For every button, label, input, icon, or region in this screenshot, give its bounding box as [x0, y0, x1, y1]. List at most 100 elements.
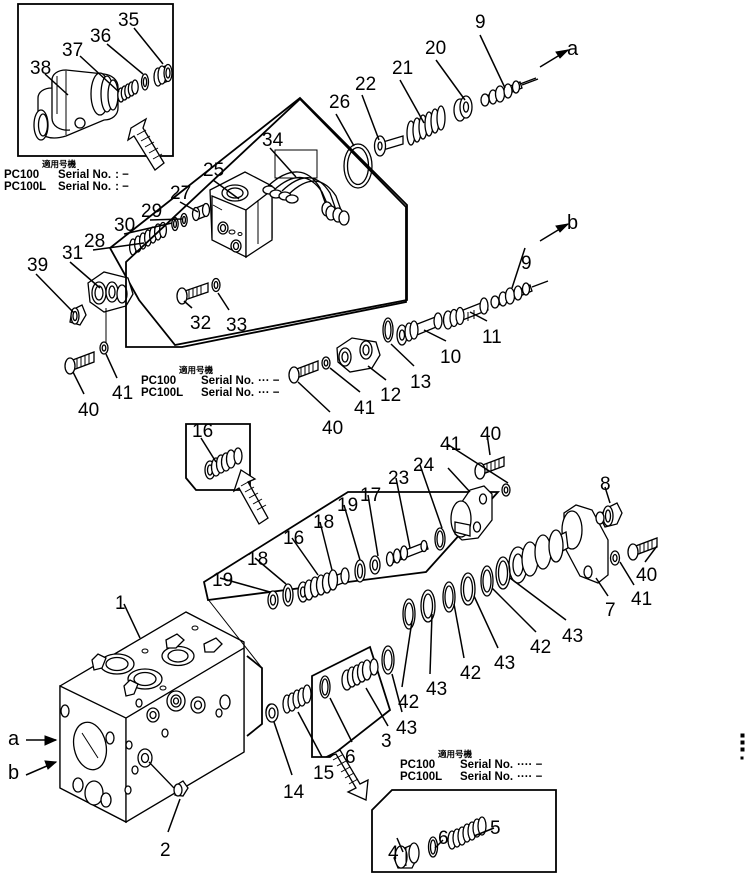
- part-4-cap: [393, 842, 420, 869]
- callout-number: 25: [203, 160, 225, 181]
- callout-number: 37: [62, 40, 84, 61]
- right-assembly: [401, 486, 658, 688]
- callout-number: 43: [562, 626, 584, 647]
- part-19-washer-a: [267, 590, 279, 610]
- part-29-washer: [180, 212, 188, 228]
- callout-number: 39: [27, 255, 49, 276]
- flow-arrow-b-bottom: [25, 760, 58, 776]
- part-15-spring: [282, 684, 312, 714]
- serial-note-jp-heading: 適用号機: [438, 749, 473, 759]
- part-37-spring: [117, 79, 139, 103]
- part-41-washer-r: [609, 550, 621, 566]
- part-42-washer-r3: [402, 598, 416, 630]
- part-36-washer: [140, 73, 150, 91]
- callout-number: 40: [78, 400, 100, 421]
- edge-registration-marks: [740, 733, 745, 760]
- serial-note-jp-heading: 適用号機: [179, 365, 214, 375]
- part-16-detail: [204, 447, 243, 480]
- serial-note-value: ··· −: [258, 387, 280, 400]
- callout-number: 18: [247, 549, 269, 570]
- upper-group-border: [125, 97, 407, 348]
- callout-number: 4: [388, 843, 399, 864]
- part-25-valve-body: [209, 171, 273, 259]
- callout-number: 32: [190, 313, 212, 334]
- part-43-washer-b: [381, 645, 395, 675]
- serial-note-value: ···· −: [517, 771, 543, 784]
- callout-number: 23: [388, 468, 410, 489]
- callout-number: 19: [337, 495, 359, 516]
- callout-number: 34: [262, 130, 284, 151]
- callout-number: 40: [480, 424, 502, 445]
- part-35-plug: [153, 63, 173, 87]
- part-20-seat: [453, 95, 473, 122]
- callout-number: 31: [62, 243, 84, 264]
- callout-number: 22: [355, 74, 377, 95]
- callout-number: 18: [313, 512, 335, 533]
- part-9-valve-top: [480, 77, 539, 107]
- callout-number: 33: [226, 315, 248, 336]
- part-5-spring-inset: [447, 816, 487, 850]
- part-40-bolt-top-mid: [474, 456, 505, 480]
- flow-arrow-b-mid: [539, 223, 570, 242]
- upper-valve-assembly: [35, 34, 539, 395]
- flow-marker-a-top-right: a: [567, 38, 579, 60]
- callout-number: 41: [440, 434, 462, 455]
- part-13-oring: [382, 317, 394, 343]
- flow-marker-a-bottom-left: a: [8, 728, 20, 750]
- part-40-bolt-r: [627, 537, 658, 561]
- flow-arrow-a-bottom: [26, 735, 58, 746]
- part-14-near-block: [265, 703, 279, 723]
- callout-number: 1: [115, 593, 126, 614]
- callout-number: 42: [460, 663, 482, 684]
- part-31-body: [87, 271, 134, 343]
- part-41-washer-mid: [321, 356, 331, 370]
- callout-number: 29: [141, 201, 163, 222]
- callout-number: 40: [636, 565, 658, 586]
- callout-number: 41: [631, 589, 653, 610]
- part-18-washer-b: [354, 559, 366, 583]
- serial-note-label: Serial No.: [58, 169, 112, 181]
- part-3-plug: [341, 658, 379, 691]
- callout-number: 2: [160, 840, 171, 861]
- serial-note-model: PC100L: [400, 771, 443, 784]
- callout-number: 24: [413, 455, 435, 476]
- inset-box-bottom: [371, 789, 557, 873]
- callout-number: 13: [410, 372, 432, 393]
- callout-number: 3: [381, 731, 392, 752]
- flow-marker-b-mid-right: b: [567, 212, 579, 234]
- part-43-washer-r1: [495, 556, 511, 590]
- middle-assembly: [202, 433, 511, 610]
- callout-number: 36: [90, 26, 112, 47]
- part-42-washer-r2: [442, 581, 456, 613]
- part-22-retainer: [373, 135, 404, 157]
- serial-note-model: PC100L: [4, 181, 47, 194]
- part-41-washer-left: [99, 341, 109, 355]
- part-30-washer: [171, 216, 179, 232]
- part-33-washer: [211, 277, 221, 293]
- callout-number: 19: [212, 570, 234, 591]
- serial-note-label: Serial No.: [58, 181, 112, 194]
- callout-number: 7: [605, 600, 616, 621]
- serial-note-value: : −: [115, 169, 129, 181]
- part-40-bolt-left: [64, 351, 95, 375]
- part-39-nut: [69, 304, 87, 326]
- serial-note-value: ···· −: [517, 759, 543, 771]
- flow-arrow-a-top: [539, 49, 570, 68]
- serial-note-label: Serial No.: [201, 375, 255, 387]
- callout-number: 16: [192, 421, 214, 442]
- callout-number: 43: [426, 679, 448, 700]
- callout-number: 12: [380, 385, 402, 406]
- serial-note-model: PC100: [400, 759, 436, 771]
- inset-box-middle: [185, 423, 251, 491]
- serial-note-model: PC100: [4, 169, 40, 181]
- part-23-oring: [434, 527, 446, 551]
- callout-number: 20: [425, 38, 447, 59]
- callout-number: 9: [521, 253, 532, 274]
- assembly-arrow-upper: [126, 117, 165, 171]
